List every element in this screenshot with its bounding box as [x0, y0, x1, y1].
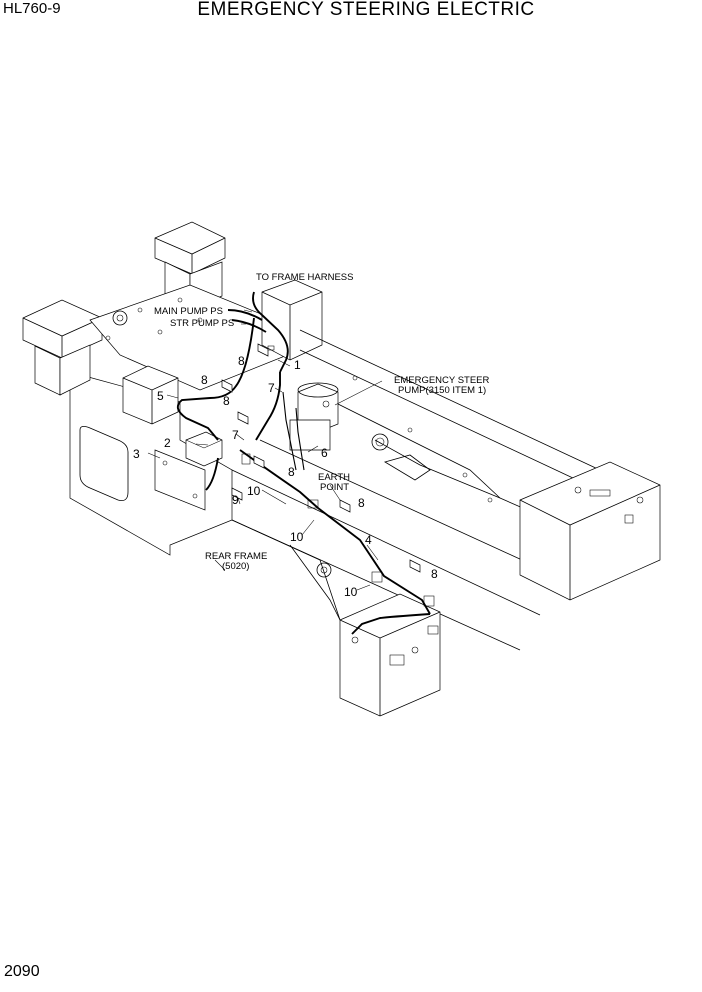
earth-point-label: EARTH	[318, 472, 350, 483]
relay-item-2	[185, 431, 223, 467]
bolt-clip-set	[221, 343, 439, 635]
item-number-3: 3	[133, 447, 140, 461]
emergency-steer-label: EMERGENCY STEER	[394, 375, 490, 386]
item-number-5: 5	[157, 389, 164, 403]
item-number-10-c: 10	[344, 585, 358, 599]
item-number-10-b: 10	[290, 530, 304, 544]
item-number-2: 2	[164, 436, 171, 450]
item-number-1: 1	[294, 358, 301, 372]
item-number-4: 4	[365, 533, 372, 547]
rear-frame-drawing	[22, 221, 661, 717]
str-pump-ps-label: STR PUMP PS	[170, 318, 234, 329]
item-number-7-upper: 7	[268, 381, 275, 395]
to-frame-harness-label: TO FRAME HARNESS	[256, 272, 353, 283]
earth-point-label-line2: POINT	[320, 482, 349, 493]
rear-frame-label: REAR FRAME	[205, 551, 267, 562]
bracket-plate-item-3	[154, 449, 206, 511]
item-number-6: 6	[321, 446, 328, 460]
model-number: HL760-9	[3, 0, 61, 17]
item-number-10-a: 10	[247, 484, 261, 498]
item-number-9: 9	[232, 493, 239, 507]
item-number-8-a: 8	[238, 354, 245, 368]
page-number: 2090	[4, 963, 40, 980]
emergency-steer-pump-ref-label: PUMP(3150 ITEM 1)	[398, 385, 486, 396]
item-number-8-d: 8	[288, 465, 295, 479]
item-number-8-c: 8	[223, 394, 230, 408]
page-title: EMERGENCY STEERING ELECTRIC	[197, 0, 535, 20]
item-number-8-f: 8	[431, 567, 438, 581]
item-number-7-lower: 7	[232, 428, 239, 442]
item-number-8-b: 8	[201, 373, 208, 387]
rear-frame-ref-label: (5020)	[222, 561, 249, 572]
leader-lines	[147, 309, 383, 591]
wire-harness	[176, 291, 431, 635]
main-pump-ps-label: MAIN PUMP PS	[154, 306, 223, 317]
item-number-8-e: 8	[358, 496, 365, 510]
